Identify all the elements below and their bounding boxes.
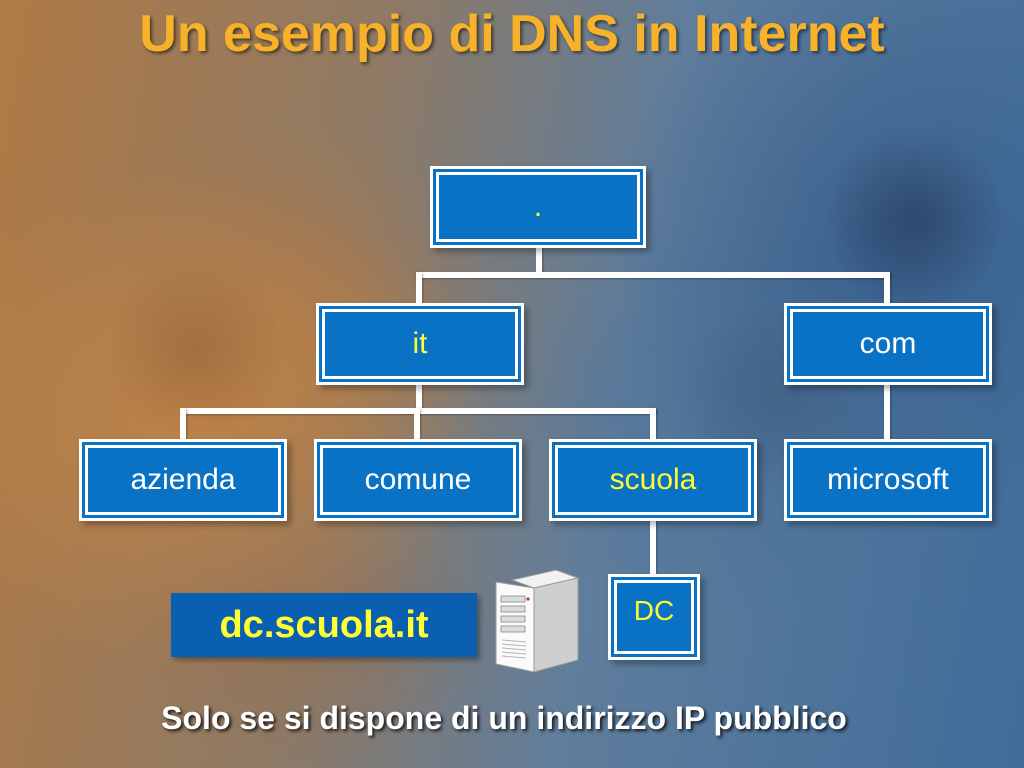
connector-to-comune	[414, 408, 420, 444]
connector-level1-bar	[416, 272, 890, 278]
connector-it-down	[416, 382, 422, 412]
connector-com-to-microsoft	[884, 382, 890, 444]
dns-node-microsoft: microsoft	[787, 442, 989, 518]
dns-node-com: com	[787, 306, 989, 382]
server-icon	[495, 569, 580, 673]
connector-to-com	[884, 272, 890, 308]
host-fqdn-label: dc.scuola.it	[171, 593, 477, 657]
dns-node-azienda: azienda	[82, 442, 284, 518]
dns-node-comune: comune	[317, 442, 519, 518]
slide-title: Un esempio di DNS in Internet	[139, 5, 885, 63]
connector-root-down	[536, 244, 542, 276]
connector-scuola-to-dc	[650, 518, 656, 578]
dns-node-it: it	[319, 306, 521, 382]
connector-to-it	[416, 272, 422, 308]
connector-to-scuola	[650, 408, 656, 444]
dns-node-scuola: scuola	[552, 442, 754, 518]
background-photo-left-face	[110, 250, 280, 450]
dns-node-dc: DC	[611, 577, 697, 657]
background-photo-right-face	[830, 120, 1000, 320]
dns-node-root: .	[433, 169, 643, 245]
connector-to-azienda	[180, 408, 186, 444]
footnote-text: Solo se si dispone di un indirizzo IP pu…	[161, 700, 847, 736]
